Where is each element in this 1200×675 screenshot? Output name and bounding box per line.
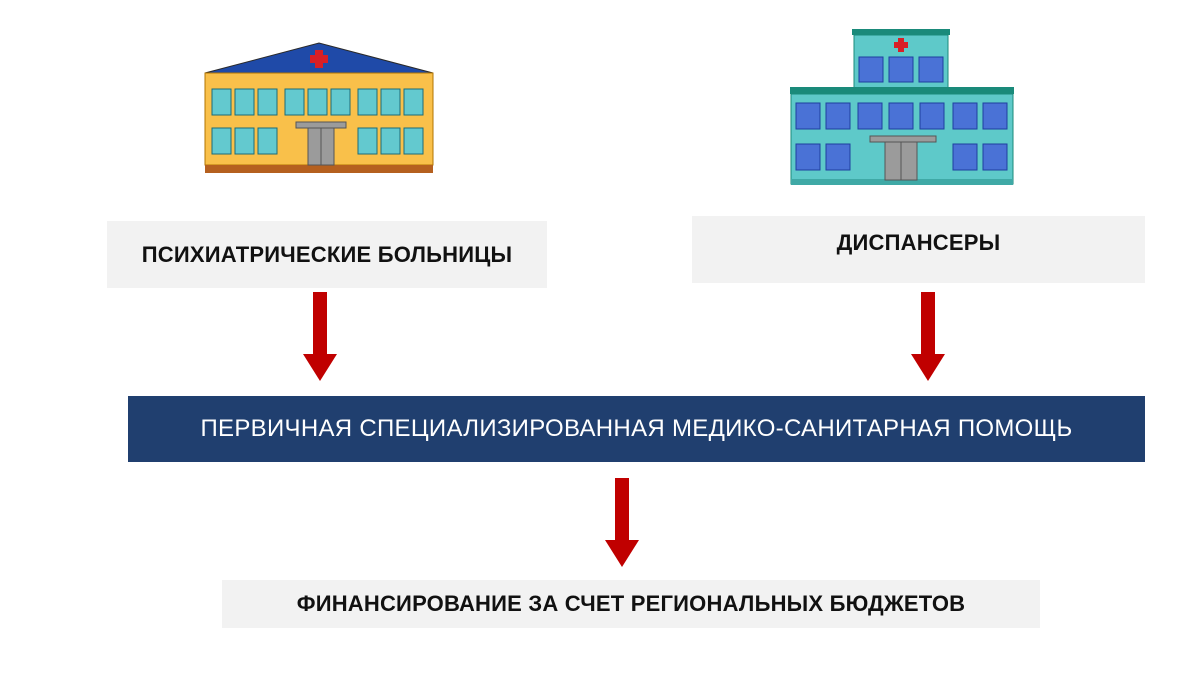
node-dispensaries-label: ДИСПАНСЕРЫ xyxy=(836,230,1001,255)
hospital-building-icon xyxy=(203,42,435,174)
node-psychiatric-hospitals-label: ПСИХИАТРИЧЕСКИЕ БОЛЬНИЦЫ xyxy=(141,241,513,267)
arrow-care-to-financing xyxy=(605,478,639,568)
node-dispensaries: ДИСПАНСЕРЫ xyxy=(692,216,1145,283)
clinic-building-icon xyxy=(788,28,1016,188)
arrow-dispensaries-to-care xyxy=(911,292,945,382)
arrow-hospitals-to-care xyxy=(303,292,337,382)
node-primary-care-banner: ПЕРВИЧНАЯ СПЕЦИАЛИЗИРОВАННАЯ МЕДИКО-САНИ… xyxy=(128,396,1145,462)
node-primary-care-label: ПЕРВИЧНАЯ СПЕЦИАЛИЗИРОВАННАЯ МЕДИКО-САНИ… xyxy=(200,415,1073,442)
node-psychiatric-hospitals: ПСИХИАТРИЧЕСКИЕ БОЛЬНИЦЫ xyxy=(107,221,547,288)
node-financing-label: ФИНАНСИРОВАНИЕ ЗА СЧЕТ РЕГИОНАЛЬНЫХ БЮДЖ… xyxy=(296,591,966,616)
node-financing: ФИНАНСИРОВАНИЕ ЗА СЧЕТ РЕГИОНАЛЬНЫХ БЮДЖ… xyxy=(222,580,1040,628)
